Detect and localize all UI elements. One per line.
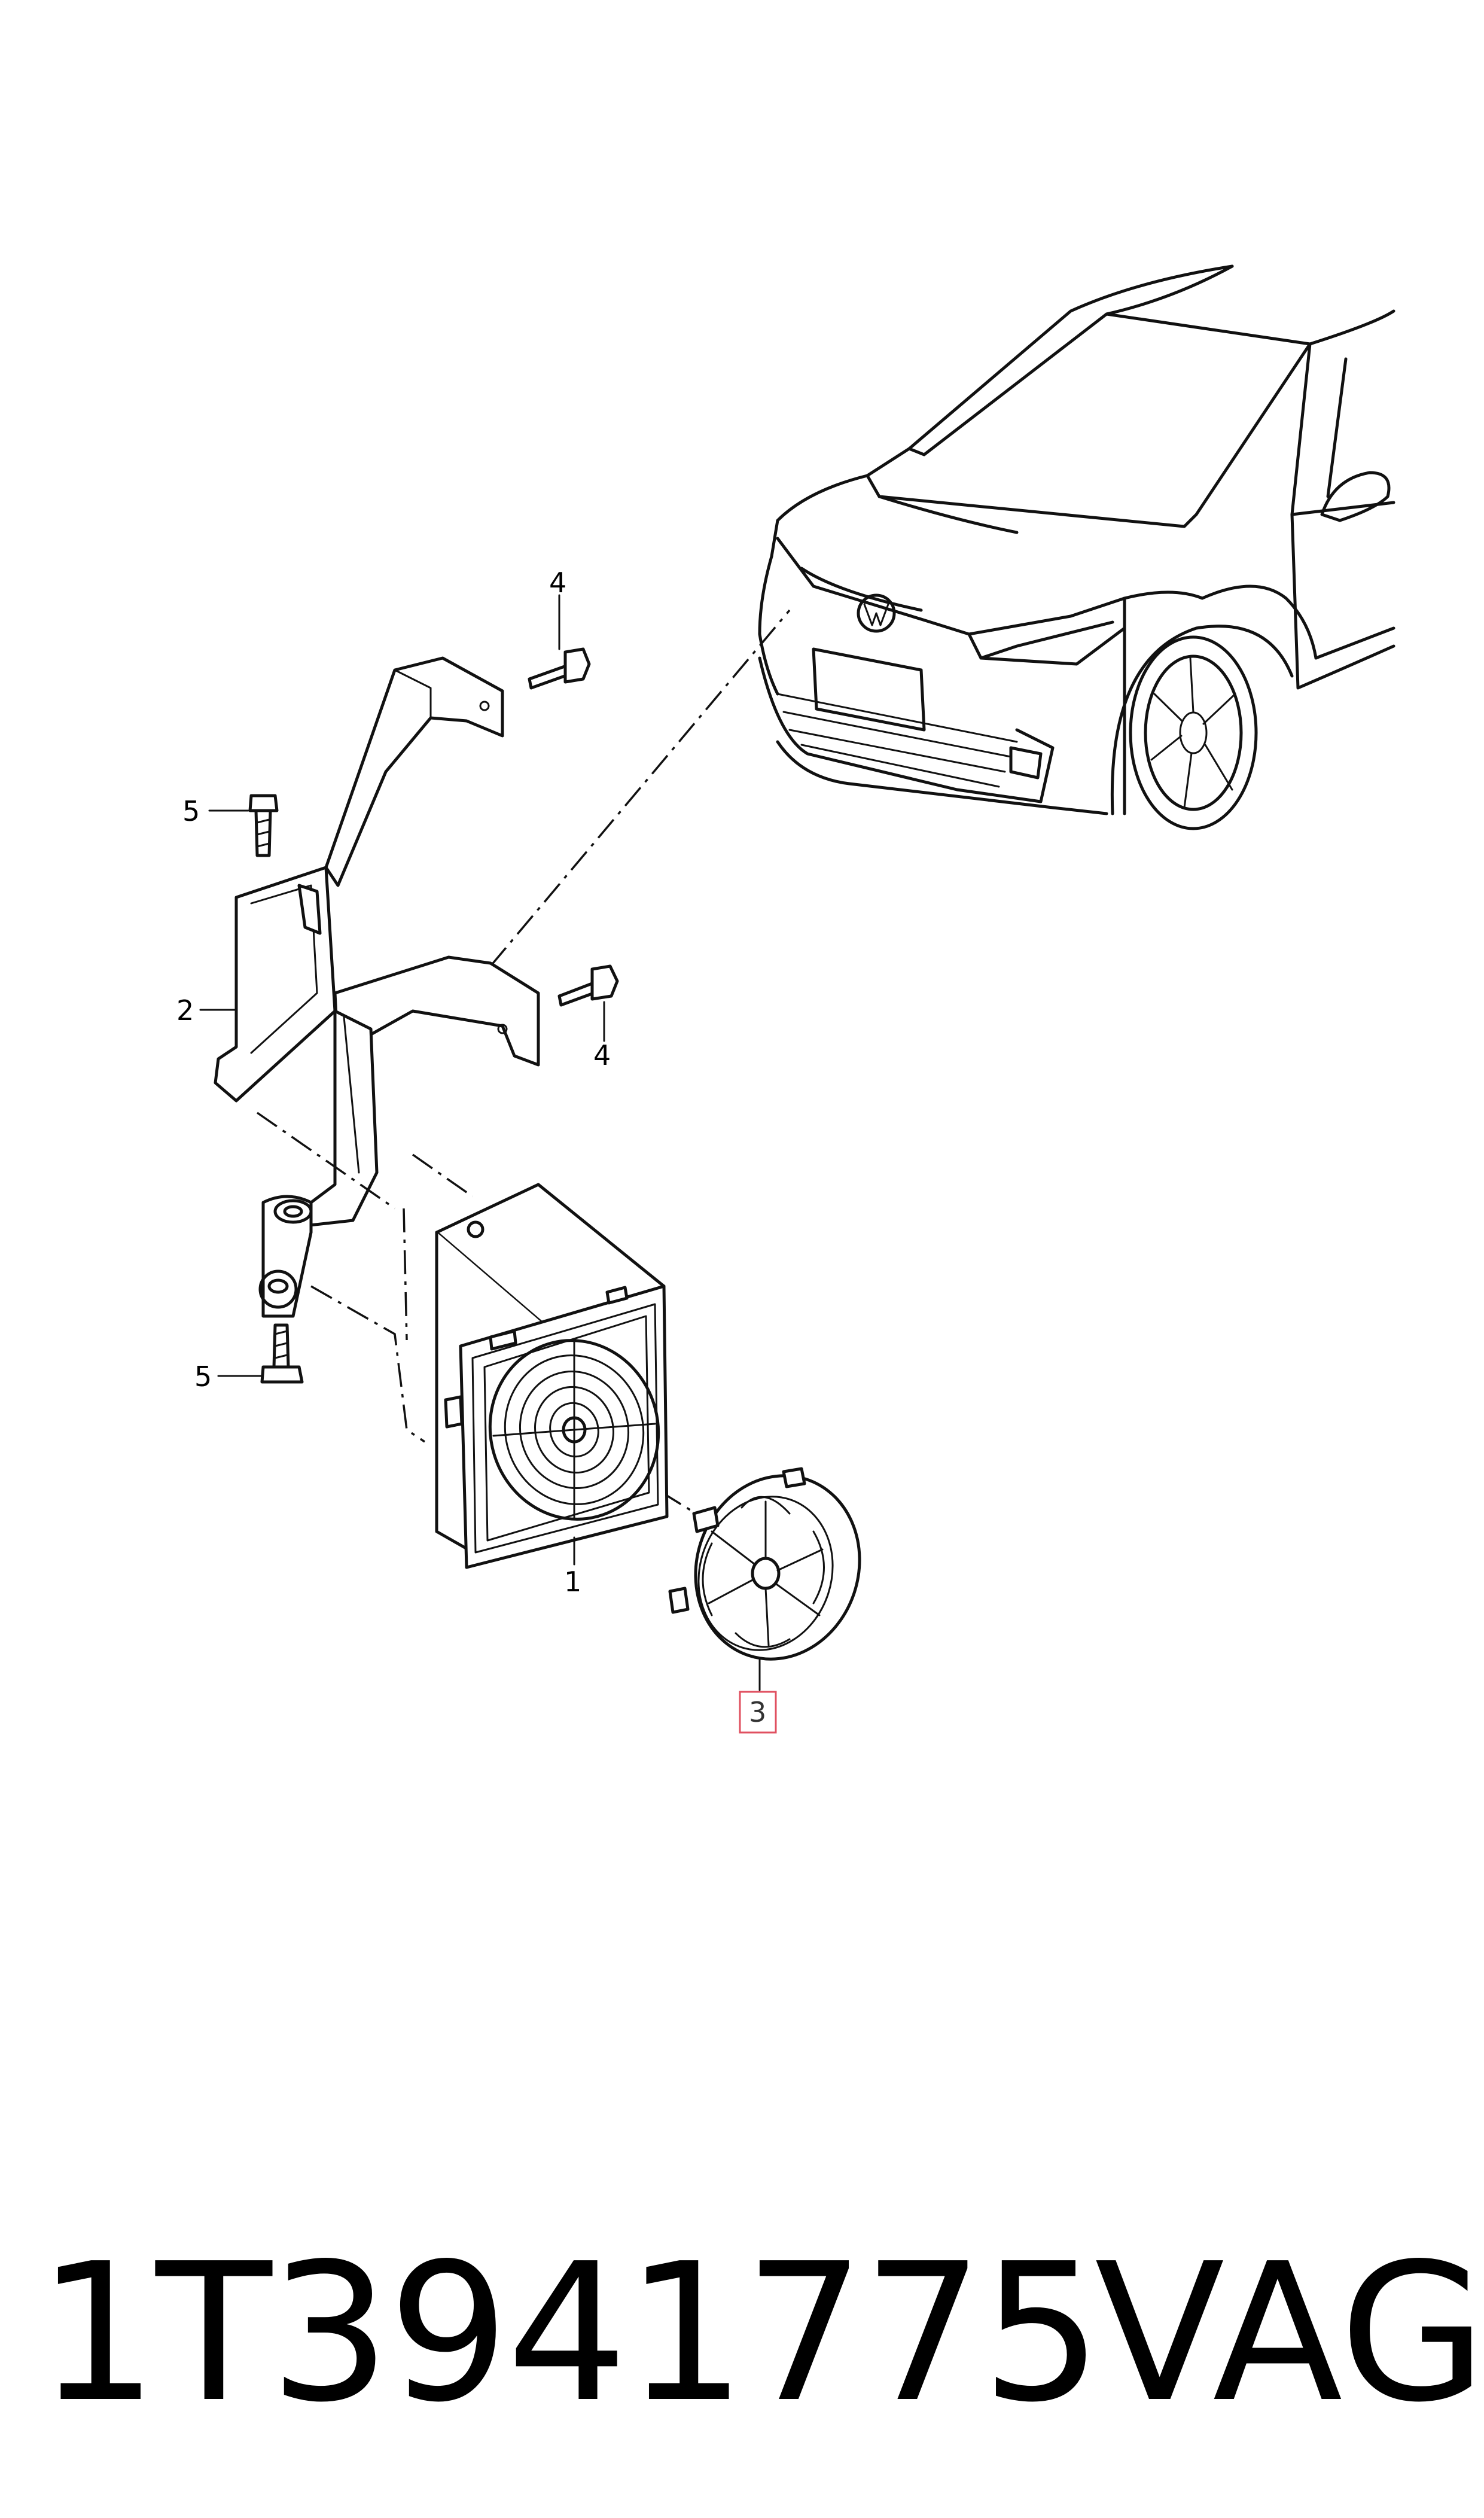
callout-1: 1 — [564, 1566, 581, 1598]
horn-part — [437, 1185, 678, 1567]
callout-3: 3 — [749, 1696, 766, 1728]
assembly-line-to-car — [490, 610, 790, 966]
bolt-part-4-top — [529, 649, 589, 688]
assembly-line-horn-top — [413, 1155, 473, 1196]
callout-5-bottom: 5 — [194, 1360, 212, 1393]
car-illustration — [760, 266, 1394, 829]
callout-4-right: 4 — [593, 1039, 611, 1071]
assembly-line-horn-side — [311, 1286, 425, 1442]
bolt-part-4-right — [559, 966, 617, 1005]
callout-4-top: 4 — [549, 567, 566, 599]
callout-5-top: 5 — [182, 795, 200, 827]
exploded-parts-diagram: 4 5 2 4 5 1 3 — [0, 0, 1484, 1974]
assembly-line-horn-stem — [404, 1208, 407, 1340]
brand-text: VAG — [1095, 2213, 1484, 2453]
part-number-text: 1T3941775 — [37, 2213, 1100, 2453]
bolt-part-5-bottom — [262, 1325, 302, 1382]
callout-2: 2 — [176, 994, 194, 1027]
cover-part — [670, 1454, 883, 1680]
bolt-part-5-top — [250, 796, 277, 855]
